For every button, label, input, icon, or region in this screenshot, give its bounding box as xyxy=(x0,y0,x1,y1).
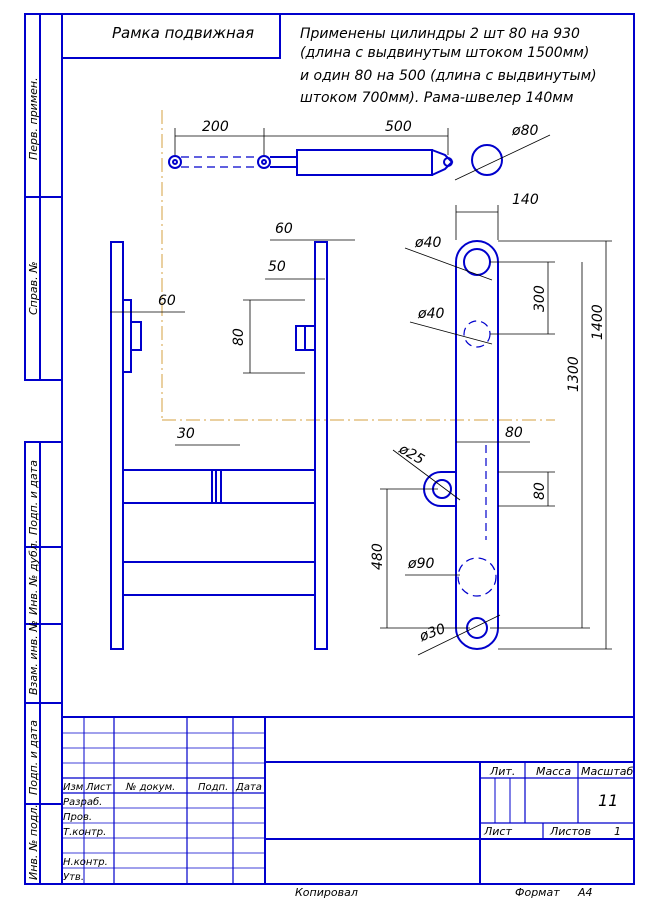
dim-top-60: 60 xyxy=(275,221,293,237)
beam-view-right xyxy=(423,240,499,650)
dim-d80: ø80 xyxy=(511,123,538,139)
side-label-inv-podl: Инв. № подл. xyxy=(27,804,40,880)
stamp-list: Лист xyxy=(483,825,512,838)
dim-200: 200 xyxy=(202,119,229,135)
dim-80-vertical: 80 xyxy=(231,328,247,346)
dim-d30: ø30 xyxy=(417,621,448,645)
dim-d25: ø25 xyxy=(395,441,427,469)
stamp-row-nkontr: Н.контр. xyxy=(63,857,108,868)
dim-80-short: 80 xyxy=(532,482,548,500)
dim-300: 300 xyxy=(532,285,548,312)
outer-frame xyxy=(61,13,635,885)
dim-d90: ø90 xyxy=(407,556,434,572)
stamp-listov: Листов xyxy=(549,825,591,838)
dim-left-60: 60 xyxy=(158,293,176,309)
dim-80-right: 80 xyxy=(505,425,523,441)
dim-1400: 1400 xyxy=(590,304,606,340)
stamp-col-izm: Изм xyxy=(63,782,84,793)
stamp-row-tkontr: Т.контр. xyxy=(63,827,106,838)
dim-140: 140 xyxy=(512,192,539,208)
stamp-col-list: Лист xyxy=(85,782,113,793)
stamp-masshtab: Масштаб xyxy=(581,765,633,778)
note-line-2: (длина с выдвинутым штоком 1500мм) xyxy=(300,45,589,61)
title-box xyxy=(61,13,281,59)
dim-1300: 1300 xyxy=(566,356,582,392)
footer-kopiroval: Копировал xyxy=(295,886,358,899)
side-label-inv-dubl: Инв. № дубл. xyxy=(27,540,40,615)
side-view-left xyxy=(110,241,328,650)
note-line-4: штоком 700мм). Рама-швелер 140мм xyxy=(300,90,574,106)
dim-500: 500 xyxy=(385,119,412,135)
side-label-podp2: Подп. и дата xyxy=(27,720,40,795)
title-block xyxy=(62,716,634,884)
stamp-row-razrab: Разраб. xyxy=(63,796,102,808)
lower-side-strip xyxy=(24,441,63,885)
side-label-podp1: Подп. и дата xyxy=(27,460,40,535)
footer-format: Формат xyxy=(515,886,560,899)
stamp-col-doc: № докум. xyxy=(125,782,175,793)
dim-d40-mid: ø40 xyxy=(417,306,444,322)
side-label-perv: Перв. примен. xyxy=(27,77,40,160)
stamp-lit: Лит. xyxy=(489,765,515,778)
side-label-sprav: Справ. № xyxy=(27,261,40,315)
dim-d40-top: ø40 xyxy=(414,235,441,251)
stamp-col-data: Дата xyxy=(235,782,262,793)
stamp-scale-value: 11 xyxy=(598,791,618,810)
stamp-row-utv: Утв. xyxy=(63,872,84,883)
note-line-3: и один 80 на 500 (длина с выдвинутым) xyxy=(300,68,597,84)
stamp-listov-value: 1 xyxy=(614,825,621,838)
dim-30-horizontal: 30 xyxy=(177,426,195,442)
stamp-col-podp: Подп. xyxy=(198,782,228,793)
stamp-row-prov: Пров. xyxy=(63,812,92,823)
footer-format-value: A4 xyxy=(577,886,593,899)
title-box-text: Рамка подвижная xyxy=(112,24,254,42)
stamp-massa: Масса xyxy=(536,765,571,778)
dim-480: 480 xyxy=(370,543,386,570)
cylinder-assembly xyxy=(168,144,503,176)
side-label-vzam: Взам. инв. № xyxy=(27,620,40,695)
note-line-1: Применены цилиндры 2 шт 80 на 930 xyxy=(300,26,580,42)
dim-50: 50 xyxy=(268,259,286,275)
